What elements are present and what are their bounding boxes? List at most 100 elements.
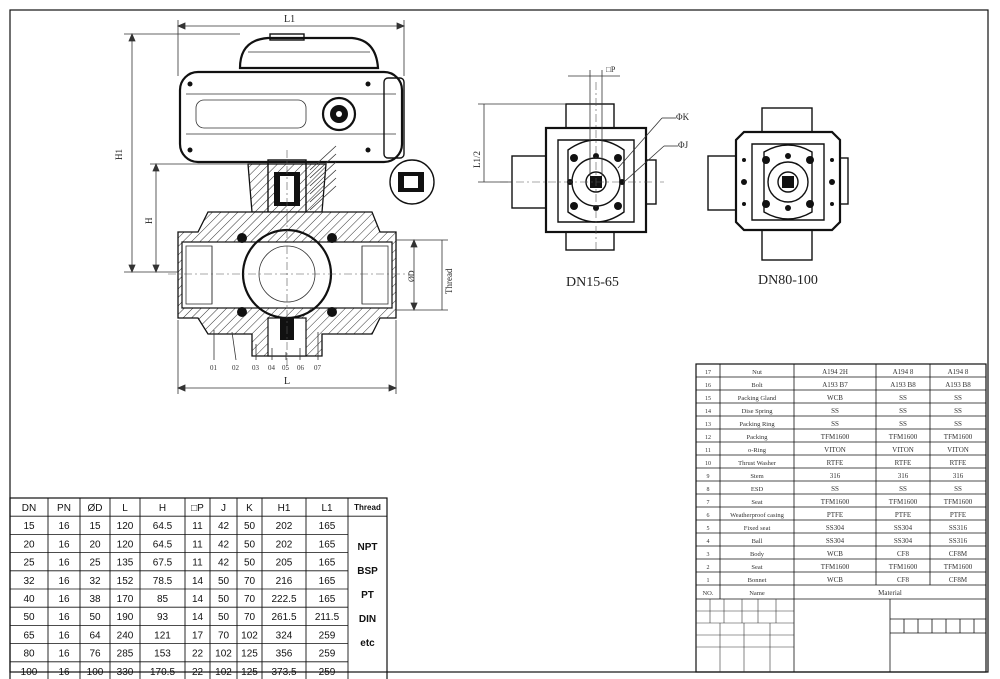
dim-table-header: PN xyxy=(57,503,71,514)
dim-table-cell: 50 xyxy=(23,612,35,623)
dim-table-cell: 50 xyxy=(244,539,256,550)
callout-05: 05 xyxy=(282,364,290,372)
dim-table-cell: 211.5 xyxy=(315,612,340,623)
dim-label-H1: H1 xyxy=(114,149,124,160)
material-table-cell: TFM1600 xyxy=(821,563,850,571)
dim-table-cell: 32 xyxy=(23,576,35,587)
valve-assembly-view: 01 02 03 04 05 06 07 xyxy=(168,33,435,372)
dim-label-L: L xyxy=(284,376,290,387)
material-table-cell: Seat xyxy=(751,499,762,506)
dim-table-cell: 15 xyxy=(89,521,101,532)
dim-table-cell: 67.5 xyxy=(153,558,173,569)
dim-table-header: K xyxy=(246,503,253,514)
material-table-cell: PTFE xyxy=(950,511,966,519)
dim-table-cell: 14 xyxy=(192,612,204,623)
material-table-cell: TFM1600 xyxy=(944,498,973,506)
material-table-cell: SS304 xyxy=(826,537,845,545)
material-table-cell: WCB xyxy=(827,394,843,402)
dim-table-cell: 78.5 xyxy=(153,576,173,587)
dim-table-cell: 190 xyxy=(117,612,134,623)
material-table-cell: 14 xyxy=(705,409,711,415)
dim-table-cell: 202 xyxy=(276,521,293,532)
dim-table-cell: 259 xyxy=(319,667,336,678)
material-table-cell: CF8M xyxy=(949,550,968,558)
dim-table-cell: 50 xyxy=(244,558,256,569)
callout-04: 04 xyxy=(268,364,276,372)
dim-table-cell: 330 xyxy=(117,667,134,678)
dim-table-cell: 120 xyxy=(117,521,134,532)
actuator-dome xyxy=(238,36,380,70)
material-table-cell: VITON xyxy=(947,446,969,454)
material-table-cell: 2 xyxy=(707,565,710,571)
dim-table-cell: 50 xyxy=(244,521,256,532)
dim-table-cell: 42 xyxy=(218,521,230,532)
dim-label-ok: ΦK xyxy=(676,112,690,122)
dim-table-cell: 16 xyxy=(58,630,70,641)
dim-table-cell: 240 xyxy=(117,630,134,641)
dim-table-cell: 93 xyxy=(157,612,169,623)
material-table-cell: 4 xyxy=(707,539,710,545)
dim-table-cell: 165 xyxy=(319,594,336,605)
material-table-cell: TFM1600 xyxy=(889,498,918,506)
thread-header: Thread xyxy=(354,503,381,512)
dim-table-cell: 102 xyxy=(215,667,232,678)
material-table-cell: SS xyxy=(954,394,962,402)
dim-table-cell: 11 xyxy=(192,539,203,550)
thread-value: PT xyxy=(361,590,374,601)
thread-value: etc xyxy=(360,638,375,649)
dim-table-cell: 170 xyxy=(117,594,134,605)
material-table-cell: 1 xyxy=(707,578,710,584)
material-table-cell: Thrust Washer xyxy=(738,460,777,467)
dim-table-cell: 100 xyxy=(21,667,38,678)
view-label-dn15-65: DN15-65 xyxy=(566,275,619,290)
dim-table-cell: 85 xyxy=(157,594,169,605)
material-footer-material: Material xyxy=(878,589,902,597)
dim-table-cell: 80 xyxy=(23,649,35,660)
material-table-cell: Weatherproof casing xyxy=(730,512,785,519)
dim-label-half-l1: L1/2 xyxy=(472,151,482,168)
material-table-cell: A193 B8 xyxy=(890,381,916,389)
dim-table-cell: 14 xyxy=(192,594,204,605)
material-table-cell: Stem xyxy=(750,473,763,480)
top-view-dn15-65 xyxy=(478,70,678,251)
dim-table-cell: 152 xyxy=(117,576,134,587)
material-table-cell: SS xyxy=(831,420,839,428)
material-table-cell: ESD xyxy=(751,486,764,493)
dim-table-header: L xyxy=(122,503,128,514)
material-table-cell: Seat xyxy=(751,564,762,571)
dim-table-cell: 165 xyxy=(319,558,336,569)
dim-table-cell: 259 xyxy=(319,649,336,660)
material-table-cell: Bonnet xyxy=(748,577,767,584)
material-table-cell: TFM1600 xyxy=(889,563,918,571)
dim-label-op: □P xyxy=(606,65,616,74)
dim-table-header: □P xyxy=(191,503,204,514)
material-table-cell: SS xyxy=(954,407,962,415)
dim-table-cell: 20 xyxy=(23,539,35,550)
top-view-dn80-100 xyxy=(707,107,849,261)
dim-label-H: H xyxy=(144,217,154,224)
dim-table-cell: 16 xyxy=(58,539,70,550)
material-table-cell: CF8 xyxy=(897,550,910,558)
material-table-cell: SS xyxy=(954,420,962,428)
dim-table-cell: 70 xyxy=(244,576,256,587)
callout-01: 01 xyxy=(210,364,218,372)
dimension-lines xyxy=(124,20,448,394)
material-table-cell: 316 xyxy=(898,472,909,480)
callout-02: 02 xyxy=(232,364,240,372)
material-table-cell: Ball xyxy=(752,538,763,545)
material-table-cell: WCB xyxy=(827,576,843,584)
material-table-cell: CF8M xyxy=(949,576,968,584)
material-table-cell: SS xyxy=(899,485,907,493)
material-table-cell: Bolt xyxy=(751,382,762,389)
dim-table-cell: 22 xyxy=(192,649,204,660)
material-table-cell: SS304 xyxy=(894,524,913,532)
view-label-dn80-100: DN80-100 xyxy=(758,273,818,288)
dim-table-cell: 50 xyxy=(218,594,230,605)
material-table-cell: 10 xyxy=(705,461,711,467)
material-table-cell: SS xyxy=(831,485,839,493)
dim-table-cell: 261.5 xyxy=(271,612,296,623)
dim-table-cell: 11 xyxy=(192,521,203,532)
material-table-cell: 8 xyxy=(707,487,710,493)
material-table-cell: SS xyxy=(899,420,907,428)
dim-table-cell: 17 xyxy=(192,630,204,641)
